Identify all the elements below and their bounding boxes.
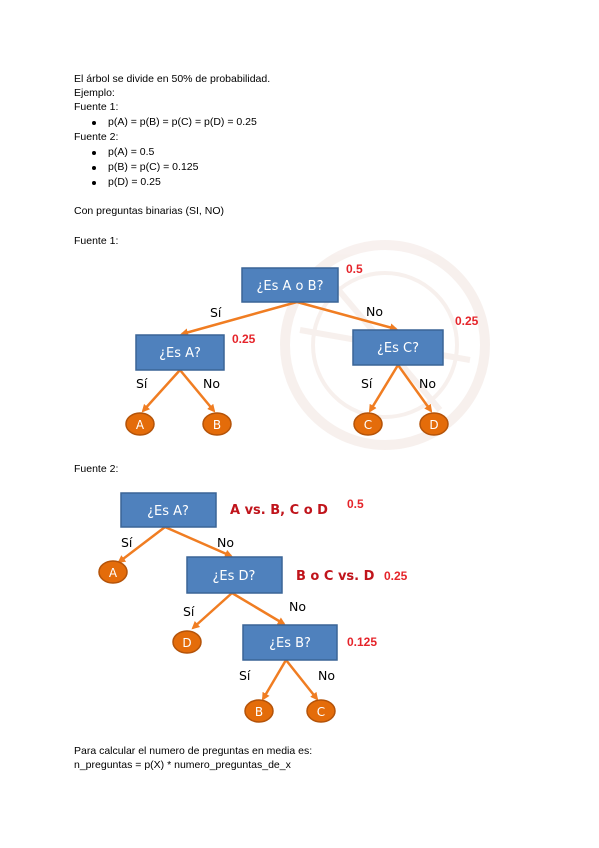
tree2-q3-box bbox=[242, 624, 338, 661]
fuente2-bullet-1: p(A) = 0.5 bbox=[92, 146, 155, 159]
tree1-right-label: ¿Es C? bbox=[377, 341, 419, 356]
intro-line-2: Ejemplo: bbox=[74, 87, 115, 99]
tree1-left-prob: 0.25 bbox=[232, 332, 256, 346]
tree2-no-q1: No bbox=[217, 535, 234, 550]
edge-root-right bbox=[296, 300, 398, 332]
tree2-q1-note: A vs. B, C o D bbox=[230, 503, 328, 518]
bullet-dot bbox=[92, 180, 96, 185]
fuente2-bullet-3: p(D) = 0.25 bbox=[92, 176, 161, 189]
tree1-yes-root: Sí bbox=[210, 305, 222, 320]
tree1-root-prob: 0.5 bbox=[346, 262, 363, 276]
edge-root-left bbox=[180, 300, 298, 337]
tree1-leaf-c bbox=[353, 412, 383, 436]
tree1-no-left: No bbox=[203, 376, 220, 391]
tree2-leaf-a-label: A bbox=[109, 566, 118, 580]
footer-line-1: Para calcular el numero de preguntas en … bbox=[74, 745, 313, 757]
tree2-q3-label: ¿Es B? bbox=[269, 636, 311, 651]
bullet-dot bbox=[92, 150, 96, 155]
tree1-leaf-a-label: A bbox=[136, 418, 145, 432]
tree1-leaf-c-label: C bbox=[364, 418, 372, 432]
tree2-no-q2: No bbox=[289, 599, 306, 614]
tree2-q2-box bbox=[186, 556, 283, 594]
tree1-yes-left: Sí bbox=[136, 376, 148, 391]
tree1-no-right: No bbox=[419, 376, 436, 391]
tree2-yes-q3: Sí bbox=[239, 668, 251, 683]
tree2-yes-q2: Sí bbox=[183, 604, 195, 619]
tree1-leaf-a bbox=[125, 412, 155, 436]
tree2-q2-prob: 0.25 bbox=[384, 569, 408, 583]
tree1-caption: Fuente 1: bbox=[74, 235, 119, 247]
edge-right-d bbox=[396, 364, 433, 413]
tree1-yes-right: Sí bbox=[361, 376, 373, 391]
intro-line-1: El árbol se divide en 50% de probabilida… bbox=[74, 73, 271, 85]
tree2-edges bbox=[117, 525, 319, 701]
fuente2-bullet-2: p(B) = p(C) = 0.125 bbox=[92, 161, 199, 174]
tree1-left-label: ¿Es A? bbox=[159, 346, 201, 361]
tree1-leaf-d bbox=[419, 412, 449, 436]
bullet-text: p(A) = 0.5 bbox=[108, 146, 155, 158]
tree2-q3-prob: 0.125 bbox=[347, 635, 377, 649]
tree2-caption: Fuente 2: bbox=[74, 463, 119, 475]
binary-note: Con preguntas binarias (SI, NO) bbox=[74, 205, 224, 217]
tree2-q1-prob: 0.5 bbox=[347, 497, 364, 511]
tree2-leaf-a bbox=[98, 560, 128, 584]
edge-q2-d bbox=[191, 592, 233, 630]
tree2-leaf-c bbox=[306, 699, 336, 723]
tree1-leaf-b-label: B bbox=[213, 418, 221, 432]
edge-q3-b bbox=[261, 659, 288, 701]
bullet-dot bbox=[92, 120, 96, 125]
tree2-leaf-d bbox=[172, 630, 202, 654]
tree2-leaf-c-label: C bbox=[317, 705, 325, 719]
tree1-leaf-d-label: D bbox=[429, 418, 438, 432]
edge-q2-q3 bbox=[231, 591, 286, 626]
bullet-text: p(D) = 0.25 bbox=[108, 176, 161, 188]
tree1-root-box bbox=[241, 267, 339, 303]
tree1-no-root: No bbox=[366, 304, 383, 319]
tree1-right-prob: 0.25 bbox=[455, 314, 479, 328]
tree2-q2-label: ¿Es D? bbox=[213, 569, 256, 584]
tree2-q2-note: B o C vs. D bbox=[296, 569, 375, 584]
edge-q1-a bbox=[117, 526, 166, 564]
tree1-root-label: ¿Es A o B? bbox=[257, 279, 324, 294]
bullet-text: p(A) = p(B) = p(C) = p(D) = 0.25 bbox=[108, 116, 257, 128]
tree1-right-box bbox=[352, 329, 444, 366]
edge-left-a bbox=[141, 369, 181, 413]
tree2-leaf-d-label: D bbox=[182, 636, 191, 650]
tree2-leaf-b bbox=[244, 699, 274, 723]
edge-q1-q2 bbox=[164, 525, 233, 558]
fuente2-label: Fuente 2: bbox=[74, 131, 119, 143]
tree1-leaf-b bbox=[202, 412, 232, 436]
edge-right-c bbox=[368, 364, 400, 413]
tree1-edges bbox=[141, 300, 433, 413]
tree2-q1-label: ¿Es A? bbox=[147, 504, 189, 519]
tree2-yes-q1: Sí bbox=[121, 535, 133, 550]
bullet-text: p(B) = p(C) = 0.125 bbox=[108, 161, 199, 173]
tree2-leaf-b-label: B bbox=[255, 705, 263, 719]
bullet-dot bbox=[92, 165, 96, 170]
tree1-left-box bbox=[135, 334, 225, 371]
fuente1-bullet-1: p(A) = p(B) = p(C) = p(D) = 0.25 bbox=[92, 116, 257, 129]
edge-q3-c bbox=[285, 659, 319, 701]
footer-line-2: n_preguntas = p(X) * numero_preguntas_de… bbox=[74, 759, 291, 771]
edge-left-b bbox=[179, 369, 216, 413]
fuente1-label: Fuente 1: bbox=[74, 101, 119, 113]
tree2-q1-box bbox=[120, 492, 217, 528]
tree2-no-q3: No bbox=[318, 668, 335, 683]
